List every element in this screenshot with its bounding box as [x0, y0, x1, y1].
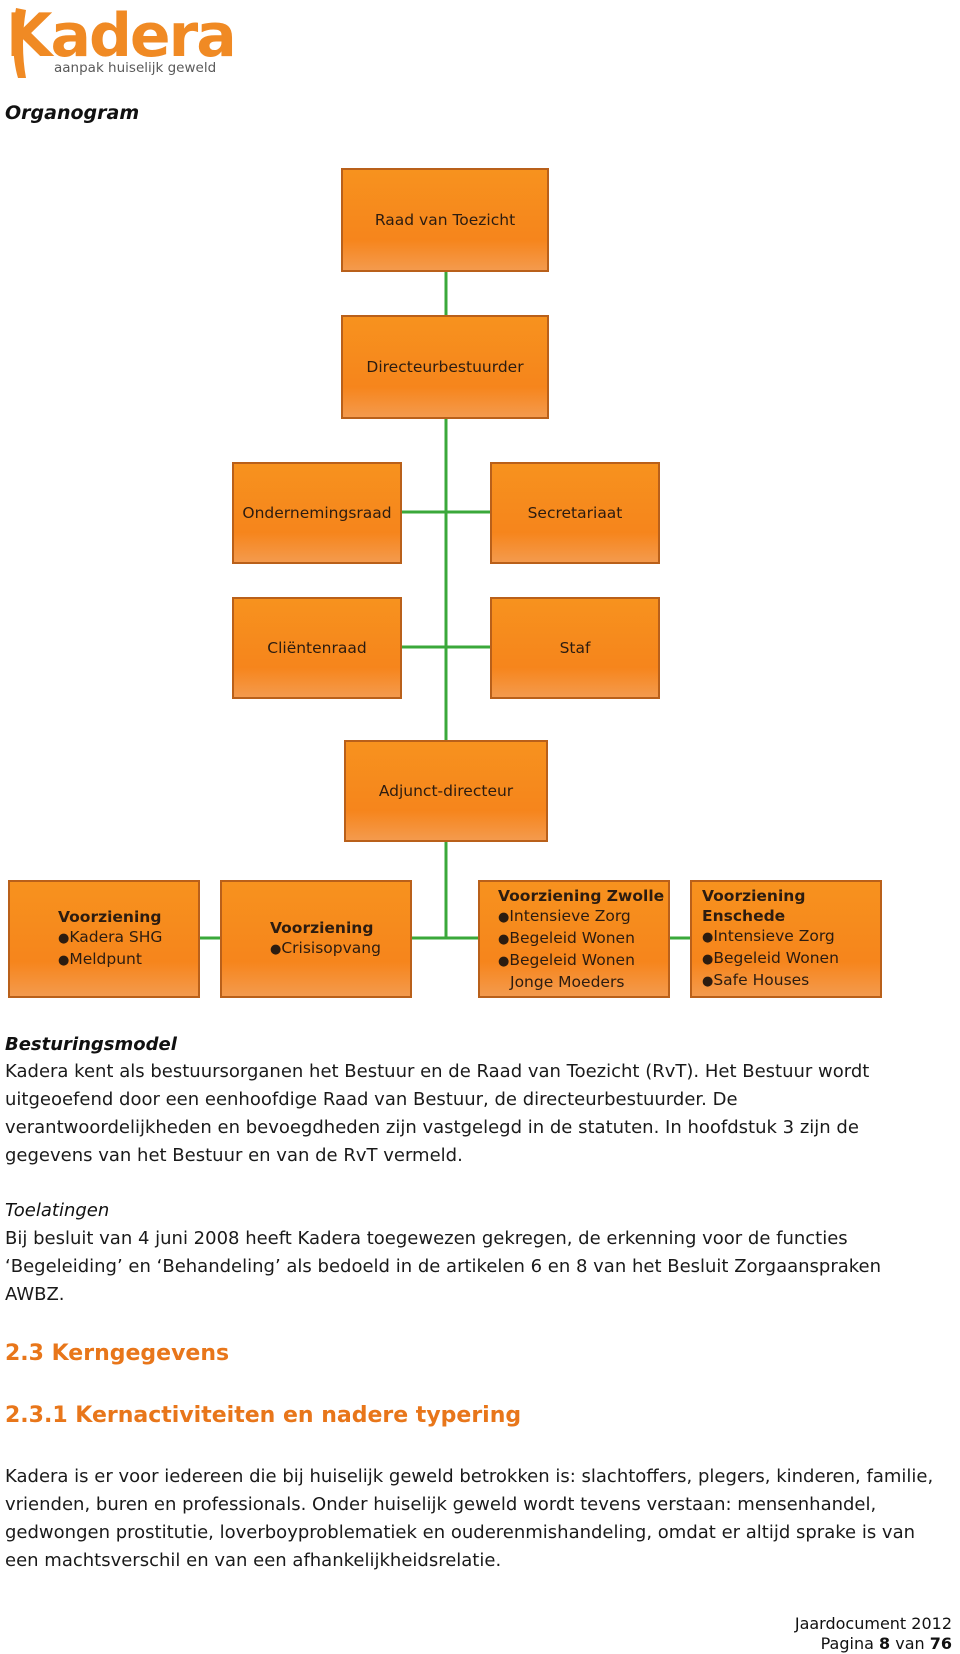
toelatingen-text: Bij besluit van 4 juni 2008 heeft Kadera…	[5, 1228, 882, 1305]
voorziening-title: Voorziening Enschede	[702, 887, 806, 925]
org-clientenraad-label: Cliëntenraad	[267, 639, 367, 657]
org-directeur-label: Directeurbestuurder	[366, 358, 524, 376]
org-raad-van-toezicht: Raad van Toezicht	[341, 168, 549, 272]
org-directeurbestuurder: Directeurbestuurder	[341, 315, 549, 419]
voorziening-item: Crisisopvang	[270, 938, 381, 960]
footer-of: van	[895, 1634, 925, 1653]
org-voorziening-crisisopvang: Voorziening Crisisopvang	[220, 880, 412, 998]
voorziening-item: Begeleid Wonen	[498, 950, 664, 972]
voorziening-item: Begeleid Wonen	[702, 948, 880, 970]
kadera-logo: Kadera aanpak huiselijk geweld	[4, 1, 237, 82]
footer-document: Jaardocument 2012	[794, 1614, 952, 1633]
footer-page-number: 8	[878, 1634, 891, 1653]
toelatingen-heading: Toelatingen	[5, 1200, 110, 1221]
voorziening-item: Begeleid Wonen	[498, 928, 664, 950]
kernactiviteiten-text: Kadera is er voor iedereen die bij huise…	[5, 1466, 934, 1571]
voorziening-item: Kadera SHG	[58, 927, 162, 949]
page-footer: Jaardocument 2012 Pagina 8 van 76	[795, 1614, 952, 1654]
org-secretariaat-label: Secretariaat	[527, 504, 623, 522]
voorziening-item: Intensieve Zorg	[702, 926, 880, 948]
org-adjunct-label: Adjunct-directeur	[378, 782, 514, 800]
org-voorziening-kadera: Voorziening Kadera SHG Meldpunt	[8, 880, 200, 998]
org-ondernemingsraad: Ondernemingsraad	[232, 462, 402, 564]
org-adjunct-directeur: Adjunct-directeur	[344, 740, 548, 842]
footer-total-pages: 76	[929, 1634, 952, 1653]
organogram-chart: Raad van Toezicht Directeurbestuurder On…	[0, 160, 960, 1010]
voorziening-title: Voorziening Zwolle	[498, 887, 665, 905]
org-voorziening-zwolle: Voorziening Zwolle Intensieve Zorg Begel…	[478, 880, 670, 998]
logo-wordmark: Kadera	[6, 1, 237, 71]
org-ondernemingsraad-label: Ondernemingsraad	[242, 504, 392, 522]
footer-page-prefix: Pagina	[820, 1634, 874, 1653]
voorziening-item: Meldpunt	[58, 949, 162, 971]
voorziening-title: Voorziening	[270, 919, 374, 937]
organogram-heading: Organogram	[5, 102, 140, 124]
org-secretariaat: Secretariaat	[490, 462, 660, 564]
voorziening-title: Voorziening	[58, 908, 162, 926]
voorziening-item: Safe Houses	[702, 970, 880, 992]
org-voorziening-enschede: Voorziening Enschede Intensieve Zorg Beg…	[690, 880, 882, 998]
org-staf-label: Staf	[559, 639, 591, 657]
section-heading-kerngegevens: 2.3 Kerngegevens	[5, 1341, 230, 1366]
org-staf: Staf	[490, 597, 660, 699]
besturingsmodel-text: Kadera kent als bestuursorganen het Best…	[5, 1061, 870, 1166]
voorziening-item: Intensieve Zorg	[498, 906, 664, 928]
org-raad-label: Raad van Toezicht	[374, 211, 516, 229]
section-heading-kernactiviteiten: 2.3.1 Kernactiviteiten en nadere typerin…	[5, 1403, 522, 1428]
logo-tagline: aanpak huiselijk geweld	[54, 60, 217, 76]
voorziening-item-extra: Jonge Moeders	[510, 973, 625, 991]
besturingsmodel-heading: Besturingsmodel	[5, 1034, 177, 1055]
footer-pagination: Pagina 8 van 76	[795, 1634, 952, 1654]
logo-swoosh-icon	[13, 8, 26, 78]
org-clientenraad: Cliëntenraad	[232, 597, 402, 699]
